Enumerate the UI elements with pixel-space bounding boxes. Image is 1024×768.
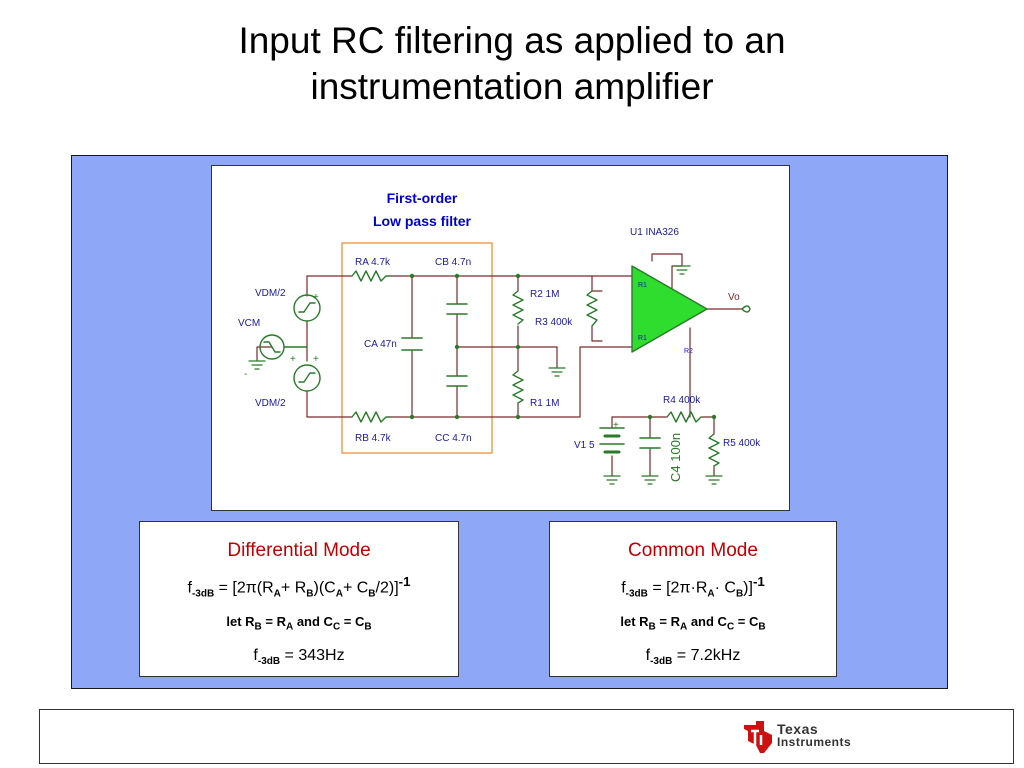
capacitor-cc bbox=[446, 375, 468, 387]
minus-sign-vcm: - bbox=[244, 369, 247, 380]
label-vdm-bottom: VDM/2 bbox=[255, 398, 286, 409]
capacitor-cb bbox=[446, 303, 468, 315]
resistor-r3 bbox=[586, 290, 598, 327]
label-r4: R4 400k bbox=[663, 395, 701, 406]
label-rb: RB 4.7k bbox=[355, 433, 392, 444]
ic-label: U1 INA326 bbox=[630, 227, 679, 238]
plus-sign-v1: + bbox=[613, 420, 619, 431]
wires bbox=[256, 253, 743, 477]
output-terminal bbox=[741, 305, 751, 313]
plus-sign-top: + bbox=[313, 292, 319, 303]
title-line-2: instrumentation amplifier bbox=[310, 66, 714, 107]
brand-line-2: Instruments bbox=[777, 735, 852, 749]
common-result: f-3dB = 7.2kHz bbox=[645, 647, 741, 668]
capacitor-ca bbox=[401, 337, 423, 351]
brand-line-1: Texas bbox=[777, 721, 819, 737]
plus-sign-vcm: + bbox=[290, 354, 296, 365]
label-r5: R5 400k bbox=[723, 438, 761, 449]
capacitor-c4 bbox=[639, 437, 661, 449]
differential-condition: let RB = RA and CC = CB bbox=[226, 613, 372, 633]
differential-result: f-3dB = 343Hz bbox=[253, 647, 345, 668]
label-ca: CA 47n bbox=[364, 339, 397, 350]
label-ra: RA 4.7k bbox=[355, 257, 391, 268]
common-mode-title: Common Mode bbox=[628, 540, 758, 561]
source-vdm-top bbox=[293, 294, 321, 322]
common-mode-box: Common Mode f-3dB = [2π·RA· CB)]-1 let R… bbox=[549, 521, 837, 677]
resistor-r1 bbox=[512, 370, 524, 404]
resistor-ra bbox=[351, 270, 391, 282]
texas-state-logo-icon bbox=[744, 721, 772, 753]
filter-label-line2: Low pass filter bbox=[373, 213, 472, 229]
label-vo: Vo bbox=[728, 292, 740, 303]
grounds bbox=[248, 265, 723, 485]
slide-title: Input RC filtering as applied to an inst… bbox=[112, 18, 912, 110]
differential-formula: f-3dB = [2π(RA+ RB)(CA+ CB/2)]-1 bbox=[187, 574, 411, 600]
capacitors bbox=[401, 303, 661, 449]
ti-wordmark: Texas Instruments bbox=[777, 721, 852, 749]
label-cb: CB 4.7n bbox=[435, 257, 471, 268]
circuit-svg: First-order Low pass filter U1 INA326 RA… bbox=[238, 190, 761, 485]
footer-bar bbox=[39, 709, 1014, 764]
label-v1: V1 5 bbox=[574, 440, 595, 451]
differential-mode-box: Differential Mode f-3dB = [2π(RA+ RB)(CA… bbox=[139, 521, 459, 677]
pin-r1-top: R1 bbox=[638, 282, 647, 289]
differential-mode-title: Differential Mode bbox=[227, 540, 371, 561]
common-condition: let RB = RA and CC = CB bbox=[620, 613, 766, 633]
label-vcm: VCM bbox=[238, 318, 260, 329]
filter-label-line1: First-order bbox=[387, 190, 458, 206]
resistors bbox=[351, 270, 720, 467]
source-vdm-bottom bbox=[293, 364, 321, 392]
label-c4: C4 100n bbox=[668, 433, 683, 482]
label-vdm-top: VDM/2 bbox=[255, 288, 286, 299]
filter-highlight-box bbox=[341, 242, 493, 454]
label-r3: R3 400k bbox=[535, 317, 573, 328]
opamp-triangle bbox=[631, 265, 708, 353]
resistor-r5 bbox=[708, 433, 720, 467]
resistor-r2 bbox=[512, 290, 524, 325]
label-r1: R1 1M bbox=[530, 398, 559, 409]
schematic-diagram: First-order Low pass filter U1 INA326 RA… bbox=[211, 165, 790, 511]
plus-sign-mid: + bbox=[313, 354, 319, 365]
title-line-1: Input RC filtering as applied to an bbox=[238, 20, 786, 61]
resistor-rb bbox=[351, 411, 391, 423]
battery-v1 bbox=[599, 427, 625, 454]
voltage-sources bbox=[259, 294, 321, 392]
resistor-r4 bbox=[666, 411, 702, 423]
pin-r2: R2 bbox=[684, 348, 693, 355]
label-cc: CC 4.7n bbox=[435, 433, 472, 444]
label-r2: R2 1M bbox=[530, 289, 559, 300]
pin-r1-bottom: R1 bbox=[638, 335, 647, 342]
common-formula: f-3dB = [2π·RA· CB)]-1 bbox=[621, 574, 765, 600]
